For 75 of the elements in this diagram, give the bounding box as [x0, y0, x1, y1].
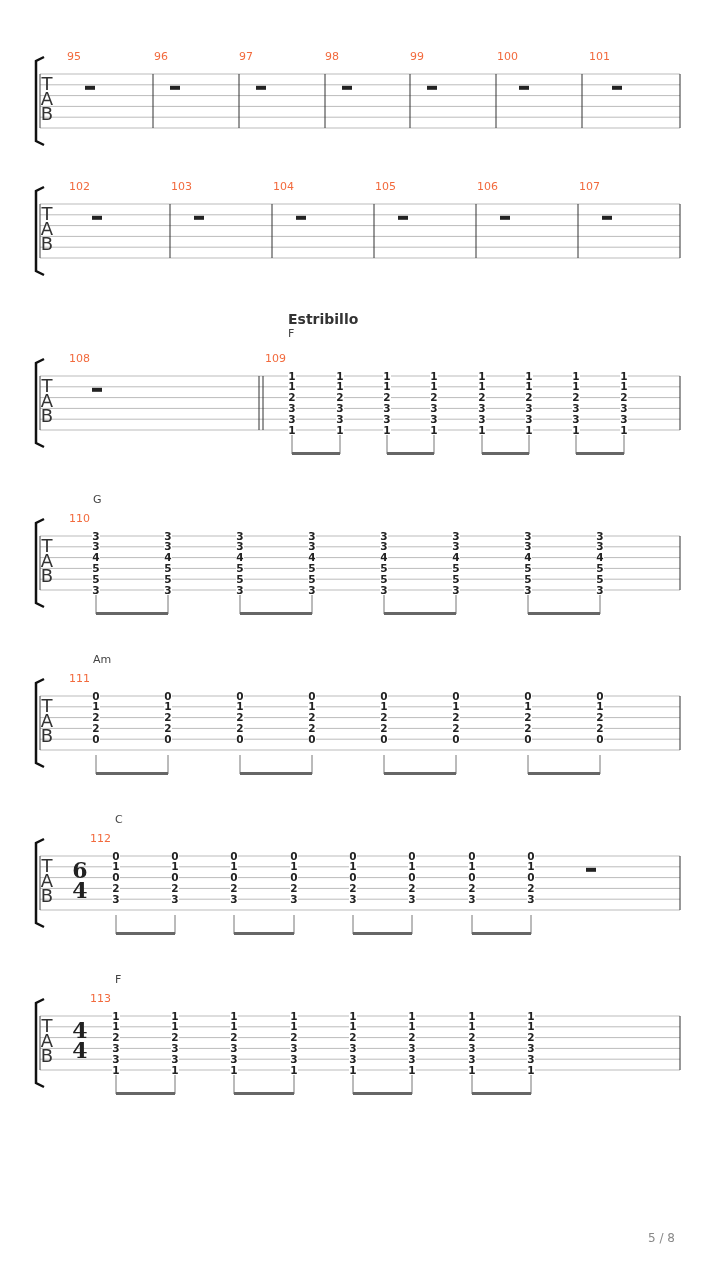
chord-name: G [93, 493, 102, 506]
tab-clef: T A B [40, 538, 54, 583]
measure-number: 101 [589, 50, 610, 63]
fret-numbers: 3 3 4 5 5 3 [524, 530, 532, 596]
fret-numbers: 0 1 0 2 3 [171, 850, 179, 905]
measure-number: 100 [497, 50, 518, 63]
fret-numbers: 1 1 2 3 3 1 [383, 370, 391, 436]
fret-numbers: 0 1 0 2 3 [230, 850, 238, 905]
fret-numbers: 3 3 4 5 5 3 [164, 530, 172, 596]
measure-number: 99 [410, 50, 424, 63]
fret-numbers: 0 1 2 2 0 [596, 690, 604, 745]
fret-numbers: 1 1 2 3 3 1 [527, 1010, 535, 1076]
fret-numbers: 0 1 0 2 3 [290, 850, 298, 905]
fret-numbers: 0 1 0 2 3 [527, 850, 535, 905]
measure-number: 109 [265, 352, 286, 365]
measure-number: 96 [154, 50, 168, 63]
fret-numbers: 0 1 2 2 0 [308, 690, 316, 745]
fret-numbers: 1 1 2 3 3 1 [478, 370, 486, 436]
time-signature: 4 4 [71, 1020, 89, 1060]
chord-name: Am [93, 653, 112, 666]
tab-clef: T A B [40, 1018, 54, 1063]
fret-numbers: 1 1 2 3 3 1 [288, 370, 296, 436]
fret-numbers: 0 1 0 2 3 [112, 850, 120, 905]
chord-name: C [115, 813, 123, 826]
chord-name: F [115, 973, 122, 986]
fret-numbers: 1 1 2 3 3 1 [525, 370, 533, 436]
tab-clef: T A B [40, 698, 54, 743]
fret-numbers: 3 3 4 5 5 3 [308, 530, 316, 596]
tab-clef: T A B [40, 76, 54, 121]
fret-numbers: 0 1 2 2 0 [92, 690, 100, 745]
fret-numbers: 1 1 2 3 3 1 [408, 1010, 416, 1076]
fret-numbers: 0 1 2 2 0 [452, 690, 460, 745]
fret-numbers: 3 3 4 5 5 3 [380, 530, 388, 596]
measure-number: 104 [273, 180, 294, 193]
fret-numbers: 1 1 2 3 3 1 [468, 1010, 476, 1076]
fret-numbers: 1 1 2 3 3 1 [620, 370, 628, 436]
fret-numbers: 0 1 0 2 3 [408, 850, 416, 905]
fret-numbers: 0 1 2 2 0 [524, 690, 532, 745]
fret-numbers: 1 1 2 3 3 1 [171, 1010, 179, 1076]
fret-numbers: 1 1 2 3 3 1 [112, 1010, 120, 1076]
tab-clef: T A B [40, 206, 54, 251]
measure-number: 113 [90, 992, 111, 1005]
fret-numbers: 1 1 2 3 3 1 [430, 370, 438, 436]
fret-numbers: 0 1 0 2 3 [468, 850, 476, 905]
tab-clef: T A B [40, 858, 54, 903]
fret-numbers: 3 3 4 5 5 3 [452, 530, 460, 596]
fret-numbers: 1 1 2 3 3 1 [336, 370, 344, 436]
measure-number: 95 [67, 50, 81, 63]
fret-numbers: 1 1 2 3 3 1 [230, 1010, 238, 1076]
fret-numbers: 1 1 2 3 3 1 [349, 1010, 357, 1076]
measure-number: 111 [69, 672, 90, 685]
fret-numbers: 0 1 2 2 0 [380, 690, 388, 745]
fret-numbers: 3 3 4 5 5 3 [236, 530, 244, 596]
chord-name: F [288, 327, 295, 340]
fret-numbers: 0 1 2 2 0 [164, 690, 172, 745]
fret-numbers: 3 3 4 5 5 3 [596, 530, 604, 596]
fret-numbers: 1 1 2 3 3 1 [572, 370, 580, 436]
section-title: Estribillo [288, 311, 359, 327]
measure-number: 102 [69, 180, 90, 193]
measure-number: 98 [325, 50, 339, 63]
fret-numbers: 1 1 2 3 3 1 [290, 1010, 298, 1076]
measure-number: 103 [171, 180, 192, 193]
measure-number: 108 [69, 352, 90, 365]
tab-clef: T A B [40, 378, 54, 423]
fret-numbers: 0 1 2 2 0 [236, 690, 244, 745]
page-number: 5 / 8 [648, 1231, 675, 1245]
fret-numbers: 0 1 0 2 3 [349, 850, 357, 905]
measure-number: 105 [375, 180, 396, 193]
measure-number: 97 [239, 50, 253, 63]
measure-number: 112 [90, 832, 111, 845]
time-signature: 6 4 [71, 860, 89, 900]
measure-number: 110 [69, 512, 90, 525]
measure-number: 107 [579, 180, 600, 193]
measure-number: 106 [477, 180, 498, 193]
fret-numbers: 3 3 4 5 5 3 [92, 530, 100, 596]
